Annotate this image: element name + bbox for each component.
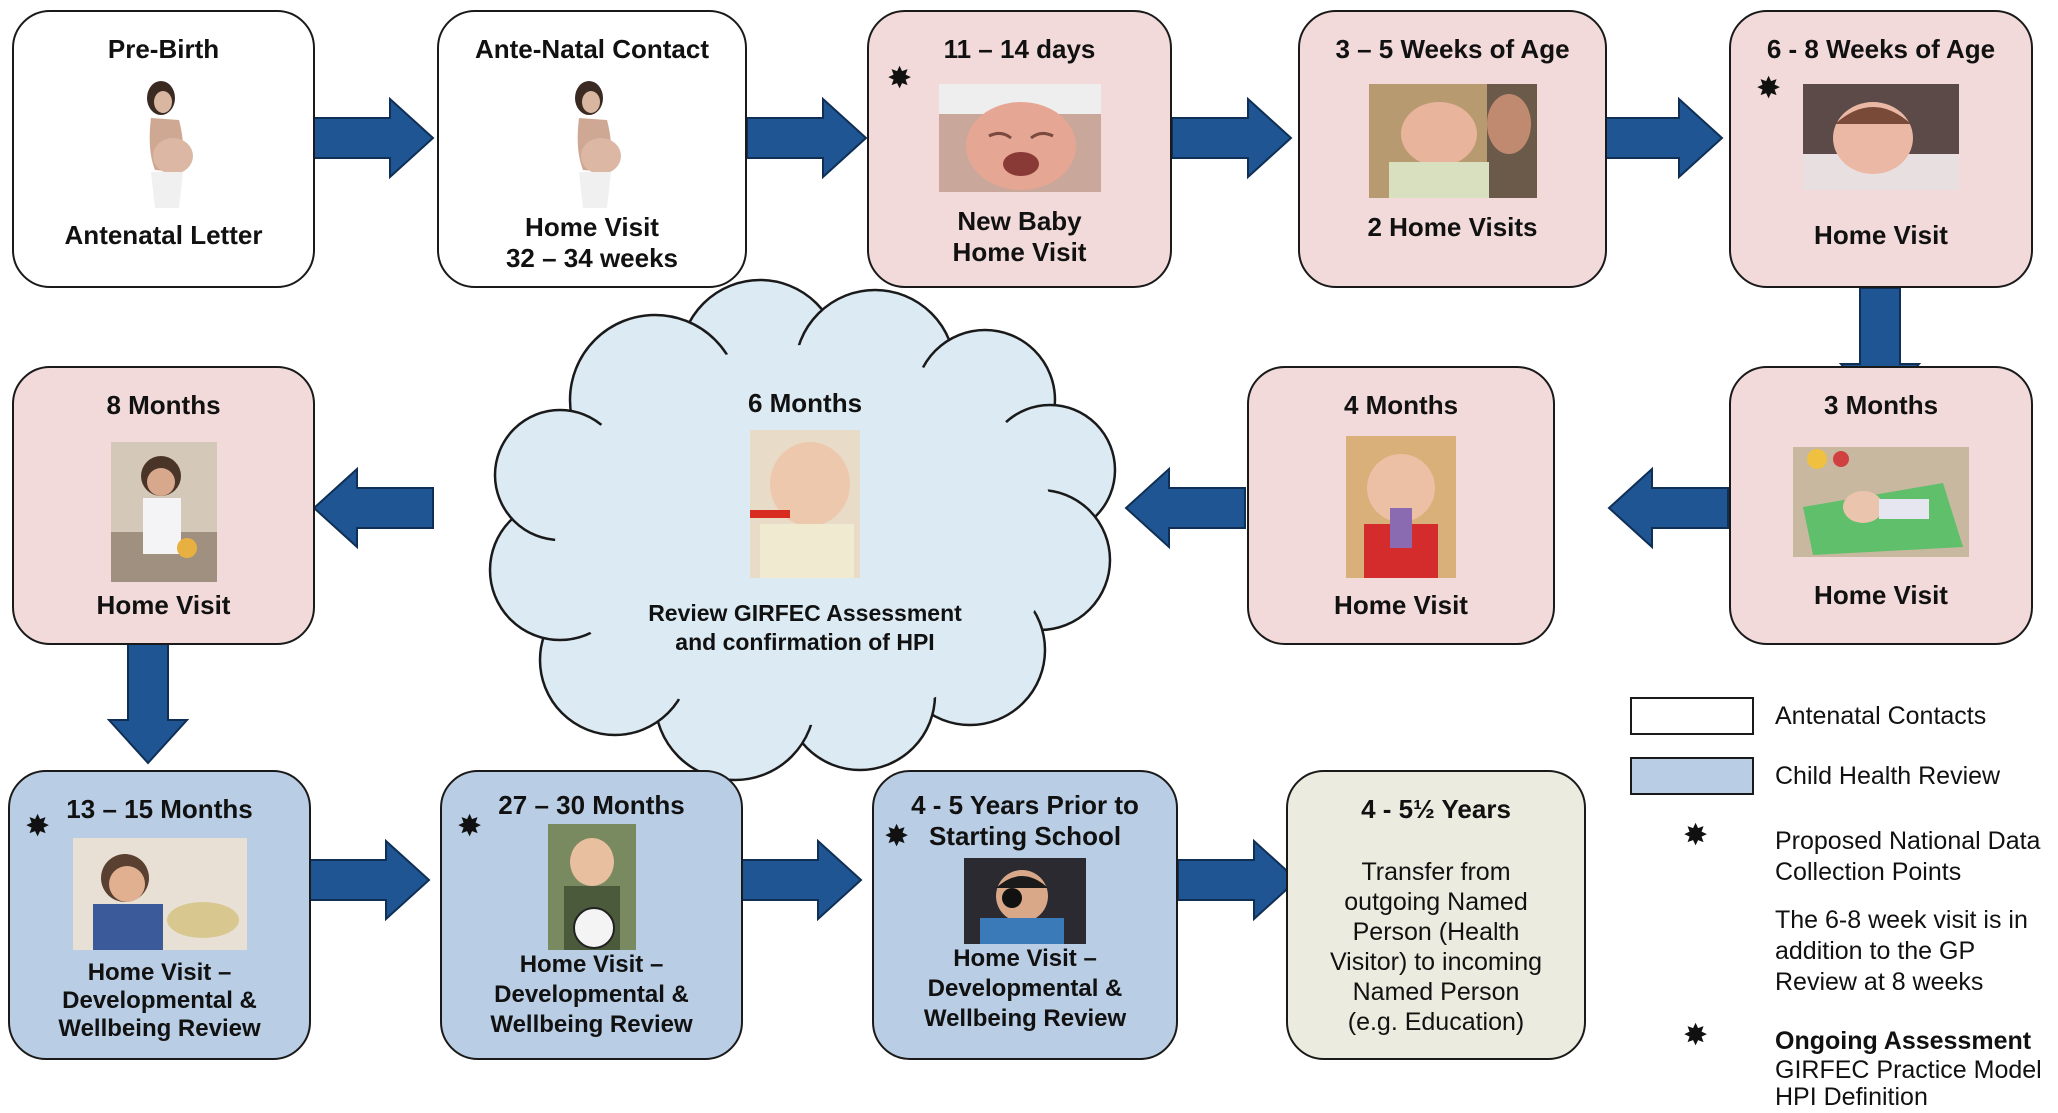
- years-4-5-title1: 4 - 5 Years Prior to: [911, 790, 1139, 820]
- arrow-right: [309, 840, 430, 920]
- legend-proposed-line2: Collection Points: [1775, 858, 1962, 886]
- child-with-football-photo: [547, 824, 636, 950]
- data-point-star-icon: ✸: [1756, 72, 1782, 105]
- legend-swatch-child-health: [1630, 757, 1754, 795]
- transfer-line-5: Named Person: [1352, 978, 1520, 1006]
- days-11-14-title: 11 – 14 days: [943, 34, 1096, 64]
- ante-natal-sub2: 32 – 34 weeks: [505, 243, 679, 273]
- pregnant-woman-photo: [575, 81, 621, 208]
- ante-natal-sub1: Home Visit: [525, 212, 659, 242]
- ante-natal-title: Ante-Natal Contact: [474, 34, 709, 64]
- years-4-5-sub1: Home Visit –: [953, 945, 1097, 972]
- smiling-baby-photo: [1803, 84, 1959, 190]
- months-8-sub: Home Visit: [96, 590, 231, 620]
- legend-swatch-antenatal: [1630, 697, 1754, 735]
- years-4-5half-box: 4 - 5½ Years Transfer from outgoing Name…: [1286, 770, 1586, 1060]
- months-3-sub: Home Visit: [1814, 580, 1948, 610]
- days-11-14-sub1: New Baby: [957, 206, 1082, 236]
- months-6-title: 6 Months: [747, 388, 863, 418]
- legend-note-line1: The 6-8 week visit is in: [1775, 906, 2028, 934]
- legend-note-line2: addition to the GP: [1775, 937, 1976, 965]
- years-4-5-box: ✸ 4 - 5 Years Prior to Starting School H…: [872, 770, 1178, 1060]
- legend-ongoing-line2: GIRFEC Practice Model: [1775, 1056, 2042, 1084]
- legend-child-health-label: Child Health Review: [1775, 762, 2001, 790]
- weeks-3-5-box: 3 – 5 Weeks of Age 2 Home Visits: [1298, 10, 1607, 288]
- transfer-line-3: Person (Health: [1352, 918, 1520, 946]
- arrow-left: [1608, 468, 1729, 548]
- toddler-eating-photo: [72, 838, 247, 950]
- baby-with-toy-photo: [1346, 436, 1456, 578]
- weeks-6-8-title: 6 - 8 Weeks of Age: [1766, 34, 1996, 64]
- data-point-star-icon: ✸: [887, 62, 913, 95]
- months-6-sub1: Review GIRFEC Assessment: [648, 600, 962, 626]
- days-11-14-sub2: Home Visit: [952, 237, 1087, 267]
- pre-birth-sub: Antenatal Letter: [64, 220, 263, 250]
- years-4-5-sub3: Wellbeing Review: [923, 1005, 1127, 1032]
- arrow-left: [1125, 468, 1246, 548]
- legend-proposed-line1: Proposed National Data: [1775, 827, 2041, 855]
- months-13-15-box: ✸ 13 – 15 Months Home Visit – Developmen…: [8, 770, 311, 1060]
- arrow-down: [108, 643, 188, 764]
- months-27-30-sub2: Developmental &: [494, 981, 689, 1008]
- crying-baby-photo: [1368, 84, 1537, 198]
- arrow-left: [313, 468, 434, 548]
- months-13-15-sub3: Wellbeing Review: [58, 1015, 261, 1042]
- months-13-15-title: 13 – 15 Months: [66, 794, 253, 824]
- sitting-baby-photo: [110, 442, 217, 582]
- months-4-title: 4 Months: [1343, 390, 1459, 420]
- weeks-3-5-title: 3 – 5 Weeks of Age: [1335, 34, 1570, 64]
- child-with-telescope-photo: [964, 858, 1086, 944]
- pregnant-woman-photo: [146, 81, 193, 208]
- legend-star-icon: ✸: [1683, 819, 1709, 852]
- arrow-right: [741, 840, 862, 920]
- months-27-30-title: 27 – 30 Months: [498, 790, 685, 820]
- weeks-6-8-box: ✸ 6 - 8 Weeks of Age Home Visit: [1729, 10, 2033, 288]
- months-3-title: 3 Months: [1823, 390, 1939, 420]
- months-6-cloud: 6 Months Review GIRFEC Assessment and co…: [500, 300, 1110, 740]
- data-point-star-icon: ✸: [884, 820, 910, 853]
- months-8-title: 8 Months: [106, 390, 221, 420]
- months-13-15-sub1: Home Visit –: [87, 959, 232, 986]
- baby-eating-photo: [750, 430, 860, 578]
- pre-birth-box: Pre-Birth Antenatal Letter: [12, 10, 315, 288]
- weeks-6-8-sub: Home Visit: [1814, 220, 1948, 250]
- legend-star-icon: ✸: [1683, 1019, 1709, 1052]
- legend-ongoing-line3: HPI Definition: [1775, 1083, 1928, 1111]
- months-13-15-sub2: Developmental &: [62, 987, 257, 1014]
- months-4-box: 4 Months Home Visit: [1247, 366, 1555, 645]
- cloud-shape: [488, 278, 1117, 782]
- arrow-right: [313, 98, 434, 178]
- arrow-right: [1602, 98, 1723, 178]
- arrow-right: [1171, 98, 1292, 178]
- months-27-30-box: ✸ 27 – 30 Months Home Visit – Developmen…: [440, 770, 743, 1060]
- legend-antenatal-label: Antenatal Contacts: [1775, 702, 1987, 730]
- legend-note-line3: Review at 8 weeks: [1775, 968, 1984, 996]
- arrow-right: [1177, 840, 1298, 920]
- legend-ongoing-bold: Ongoing Assessment: [1775, 1027, 2032, 1055]
- months-6-sub2: and confirmation of HPI: [675, 629, 935, 655]
- weeks-3-5-sub: 2 Home Visits: [1367, 212, 1538, 242]
- data-point-star-icon: ✸: [25, 810, 51, 843]
- transfer-line-4: Visitor) to incoming: [1329, 948, 1543, 976]
- years-4-5half-title: 4 - 5½ Years: [1361, 794, 1511, 824]
- months-8-box: 8 Months Home Visit: [12, 366, 315, 645]
- ante-natal-box: Ante-Natal Contact Home Visit 32 – 34 we…: [437, 10, 747, 288]
- months-27-30-sub1: Home Visit –: [519, 951, 664, 978]
- months-3-box: 3 Months Home Visit: [1729, 366, 2033, 645]
- transfer-line-2: outgoing Named: [1344, 888, 1528, 916]
- months-4-sub: Home Visit: [1334, 590, 1468, 620]
- years-4-5-title2: Starting School: [928, 821, 1122, 851]
- playmat-baby-photo: [1793, 447, 1969, 557]
- transfer-line-6: (e.g. Education): [1347, 1008, 1525, 1036]
- arrow-right: [746, 98, 867, 178]
- months-27-30-sub3: Wellbeing Review: [490, 1011, 693, 1038]
- transfer-line-1: Transfer from: [1361, 858, 1511, 886]
- days-11-14-box: ✸ 11 – 14 days New Baby Home Visit: [867, 10, 1172, 288]
- data-point-star-icon: ✸: [457, 810, 483, 843]
- newborn-photo: [938, 84, 1101, 192]
- pre-birth-title: Pre-Birth: [107, 34, 220, 64]
- years-4-5-sub2: Developmental &: [927, 975, 1123, 1002]
